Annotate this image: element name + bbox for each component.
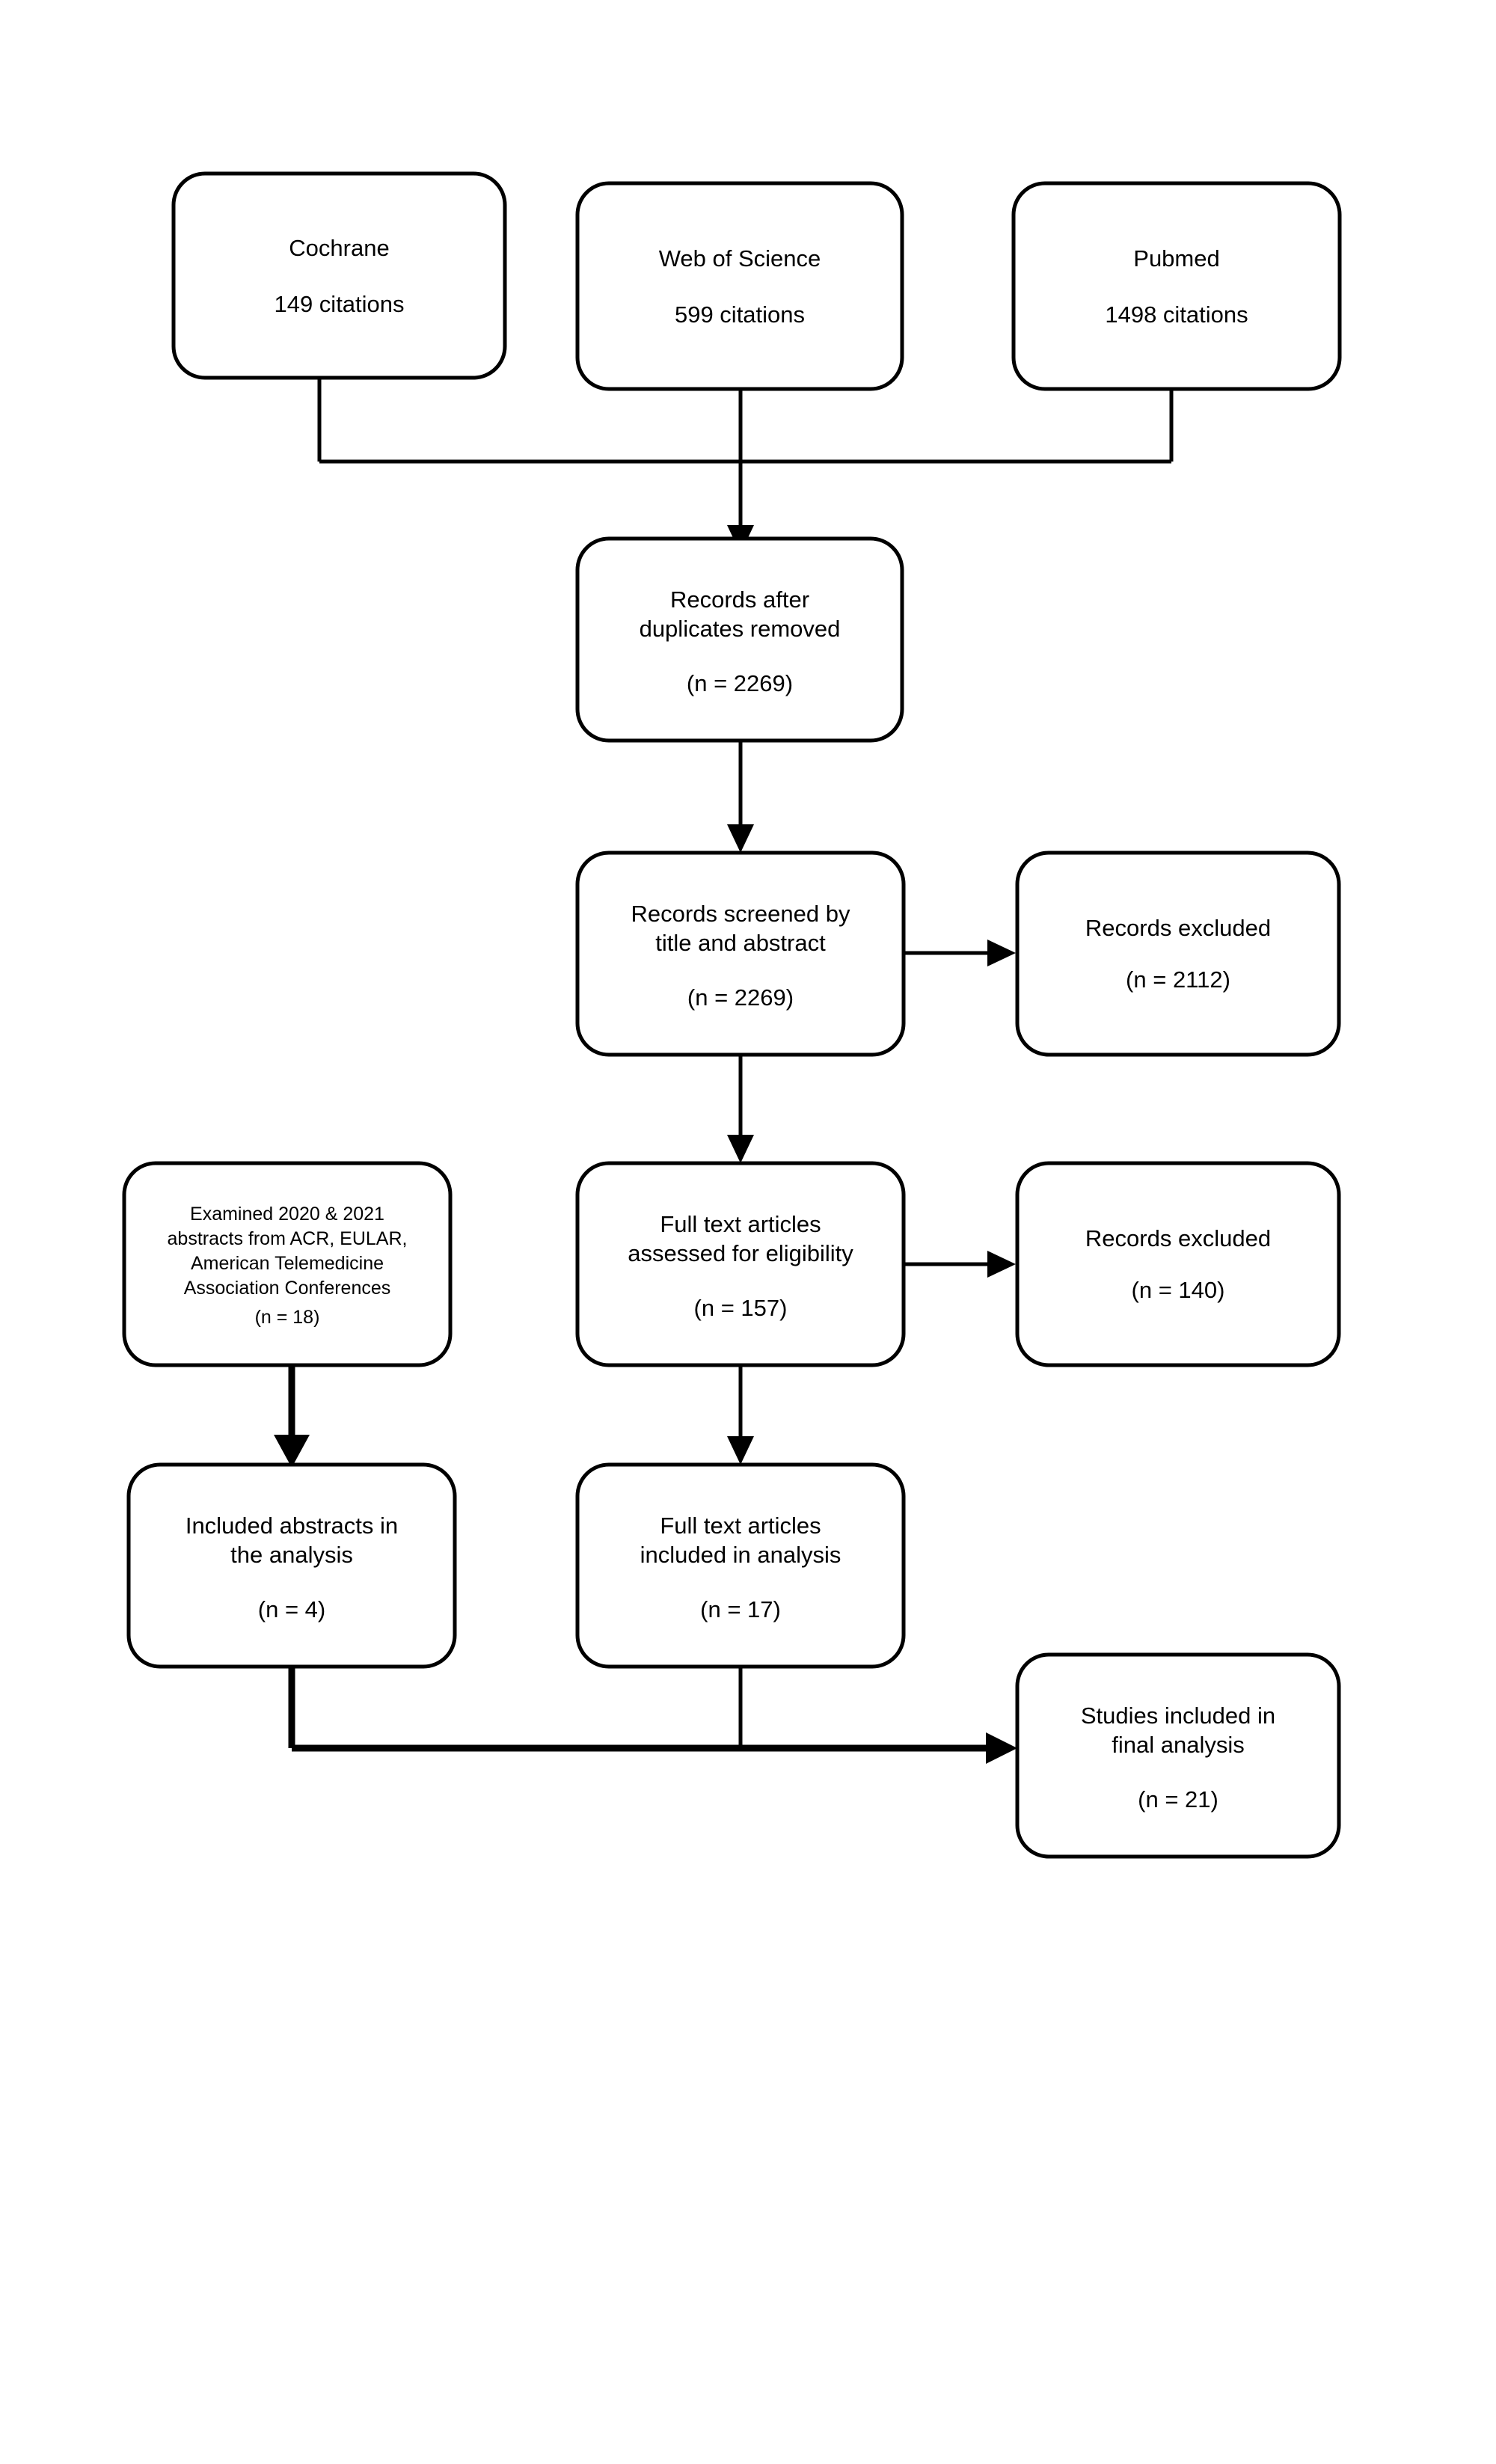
arrowhead-into-excluded-fulltext [987, 1251, 1016, 1278]
box-abstracts-included[interactable] [126, 1462, 457, 1669]
arrowhead-into-excluded-screening [987, 940, 1016, 966]
box-full-text-included[interactable] [575, 1462, 906, 1669]
box-duplicates-removed[interactable] [575, 536, 904, 743]
arrowhead-into-abstracts-included [274, 1435, 310, 1468]
arrowhead-into-final-analysis [986, 1732, 1017, 1764]
box-conference-abstracts[interactable] [122, 1161, 453, 1367]
box-records-screened[interactable] [575, 851, 906, 1057]
box-cochrane[interactable] [171, 171, 507, 380]
box-records-excluded-fulltext[interactable] [1015, 1161, 1341, 1367]
arrowhead-into-screened [727, 824, 754, 853]
box-pubmed[interactable] [1011, 181, 1342, 391]
arrowhead-into-fulltext-included [727, 1436, 754, 1465]
arrowhead-into-fulltext-assessed [727, 1135, 754, 1163]
box-records-excluded-screening[interactable] [1015, 851, 1341, 1057]
box-full-text-assessed[interactable] [575, 1161, 906, 1367]
box-web-of-science[interactable] [575, 181, 904, 391]
box-final-analysis[interactable] [1015, 1652, 1341, 1859]
